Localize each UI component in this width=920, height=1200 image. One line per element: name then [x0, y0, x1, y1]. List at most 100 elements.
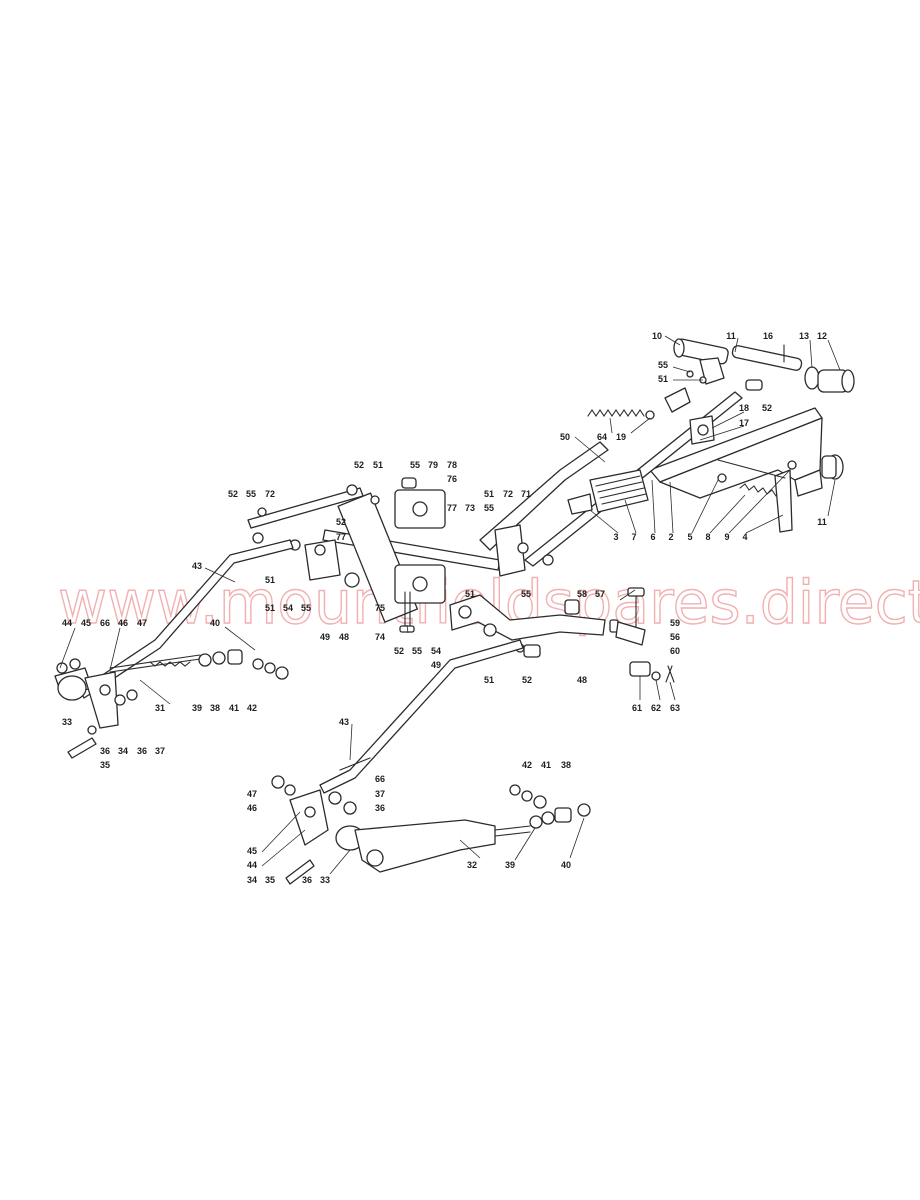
part-number-label: 34	[247, 875, 257, 885]
part-number-label: 16	[763, 331, 773, 341]
part-number-label: 35	[265, 875, 275, 885]
part-number-label: 72	[265, 489, 275, 499]
left-link-rod	[54, 539, 294, 759]
part-number-label: 51	[265, 575, 275, 585]
part-number-label: 57	[595, 589, 605, 599]
part-number-label: 43	[192, 561, 202, 571]
part-number-label: 78	[447, 460, 457, 470]
part-number-label: 31	[155, 703, 165, 713]
part-number-label: 77	[336, 532, 346, 542]
part-number-label: 49	[431, 660, 441, 670]
part-number-label: 56	[670, 632, 680, 642]
part-number-label: 46	[118, 618, 128, 628]
part-number-label: 41	[229, 703, 239, 713]
part-number-label: 19	[616, 432, 626, 442]
leader-lines	[59, 335, 841, 875]
part-number-label: 51	[265, 603, 275, 613]
lift-arm	[449, 587, 675, 683]
part-number-label: 52	[228, 489, 238, 499]
part-number-label: 50	[560, 432, 570, 442]
pedal-shaft-assembly	[587, 338, 855, 420]
part-number-label: 36	[137, 746, 147, 756]
part-number-label: 75	[375, 603, 385, 613]
part-number-label: 48	[339, 632, 349, 642]
part-number-label: 40	[210, 618, 220, 628]
part-number-label: 51	[484, 675, 494, 685]
part-number-label: 9	[724, 532, 729, 542]
part-number-label: 4	[742, 532, 747, 542]
part-number-label: 61	[632, 703, 642, 713]
part-number-label: 37	[155, 746, 165, 756]
part-number-label: 48	[577, 675, 587, 685]
part-number-label: 2	[668, 532, 673, 542]
part-number-label: 54	[283, 603, 293, 613]
part-number-label: 79	[428, 460, 438, 470]
part-number-label: 45	[81, 618, 91, 628]
part-number-label: 55	[246, 489, 256, 499]
part-number-label: 76	[447, 474, 457, 484]
part-number-label: 52	[354, 460, 364, 470]
part-number-label: 59	[670, 618, 680, 628]
part-number-label: 51	[484, 489, 494, 499]
part-number-label: 40	[561, 860, 571, 870]
part-number-label: 60	[670, 646, 680, 656]
part-number-label: 45	[247, 846, 257, 856]
part-number-label: 38	[210, 703, 220, 713]
part-number-label: 12	[817, 331, 827, 341]
part-number-label: 55	[521, 589, 531, 599]
part-number-label: 55	[410, 460, 420, 470]
part-number-label: 52	[762, 403, 772, 413]
part-number-label: 39	[505, 860, 515, 870]
frame-rail	[649, 407, 844, 533]
part-number-label: 52	[394, 646, 404, 656]
part-number-label: 49	[320, 632, 330, 642]
part-number-label: 44	[247, 860, 257, 870]
part-number-label: 77	[447, 503, 457, 513]
part-number-label: 11	[726, 331, 736, 341]
part-number-label: 52	[336, 517, 346, 527]
part-number-label: 44	[62, 618, 72, 628]
part-number-label: 74	[375, 632, 385, 642]
part-number-label: 3	[613, 532, 618, 542]
part-number-label: 13	[799, 331, 809, 341]
part-number-label: 33	[62, 717, 72, 727]
part-number-label: 39	[192, 703, 202, 713]
part-number-label: 43	[339, 717, 349, 727]
part-number-label: 17	[739, 418, 749, 428]
part-number-label: 42	[247, 703, 257, 713]
part-number-label: 64	[597, 432, 607, 442]
part-number-label: 51	[373, 460, 383, 470]
part-number-label: 7	[631, 532, 636, 542]
part-number-label: 55	[658, 360, 668, 370]
part-number-label: 36	[100, 746, 110, 756]
part-number-label: 62	[651, 703, 661, 713]
part-number-label: 36	[375, 803, 385, 813]
part-number-label: 52	[522, 675, 532, 685]
part-number-label: 11	[817, 517, 827, 527]
part-number-label: 42	[522, 760, 532, 770]
part-number-label: 46	[247, 803, 257, 813]
part-number-label: 5	[687, 532, 692, 542]
part-number-label: 47	[247, 789, 257, 799]
part-number-label: 6	[650, 532, 655, 542]
part-number-label: 32	[467, 860, 477, 870]
part-number-label: 37	[375, 789, 385, 799]
part-number-label: 33	[320, 875, 330, 885]
part-number-label: 63	[670, 703, 680, 713]
part-number-label: 41	[541, 760, 551, 770]
cross-shaft-assembly	[247, 477, 554, 633]
part-number-label: 35	[100, 760, 110, 770]
part-number-label: 66	[375, 774, 385, 784]
part-number-label: 34	[118, 746, 128, 756]
part-number-label: 51	[658, 374, 668, 384]
part-number-label: 36	[302, 875, 312, 885]
part-number-label: 73	[465, 503, 475, 513]
part-number-label: 55	[412, 646, 422, 656]
part-number-label: 55	[301, 603, 311, 613]
part-number-label: 18	[739, 403, 749, 413]
part-number-label: 72	[503, 489, 513, 499]
part-number-label: 54	[431, 646, 441, 656]
part-number-label: 51	[465, 589, 475, 599]
part-number-label: 38	[561, 760, 571, 770]
